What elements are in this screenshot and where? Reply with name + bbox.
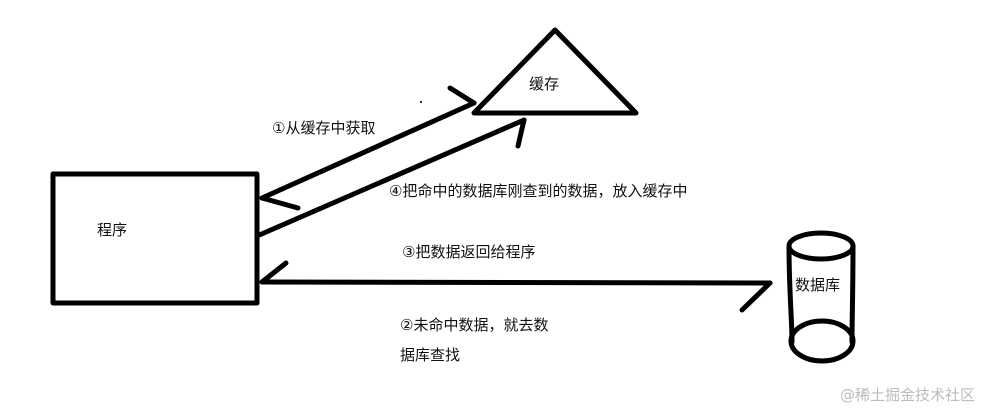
step2-label-line2: 据库查找 <box>400 346 461 364</box>
cache-label: 缓存 <box>529 75 560 93</box>
database-label: 数据库 <box>795 276 841 294</box>
cache-node <box>471 27 639 116</box>
arrow-step1-program-to-cache <box>259 85 477 201</box>
stray-dot <box>420 101 422 103</box>
step4-label: ④把命中的数据库刚查到的数据，放入缓存中 <box>389 182 688 200</box>
arrow-step2-step3-horizontal <box>259 260 773 313</box>
step3-label: ③把数据返回给程序 <box>402 243 536 261</box>
program-label: 程序 <box>97 221 128 239</box>
step2-label-line1: ②未命中数据，就去数 <box>400 316 549 334</box>
arrow-step4-program-to-cache <box>254 117 527 239</box>
arrow-step1-return-to-program <box>259 195 301 211</box>
program-node <box>50 171 260 306</box>
database-node <box>786 230 856 364</box>
watermark: @稀土掘金技术社区 <box>839 386 975 404</box>
step1-label: ①从缓存中获取 <box>272 119 376 137</box>
